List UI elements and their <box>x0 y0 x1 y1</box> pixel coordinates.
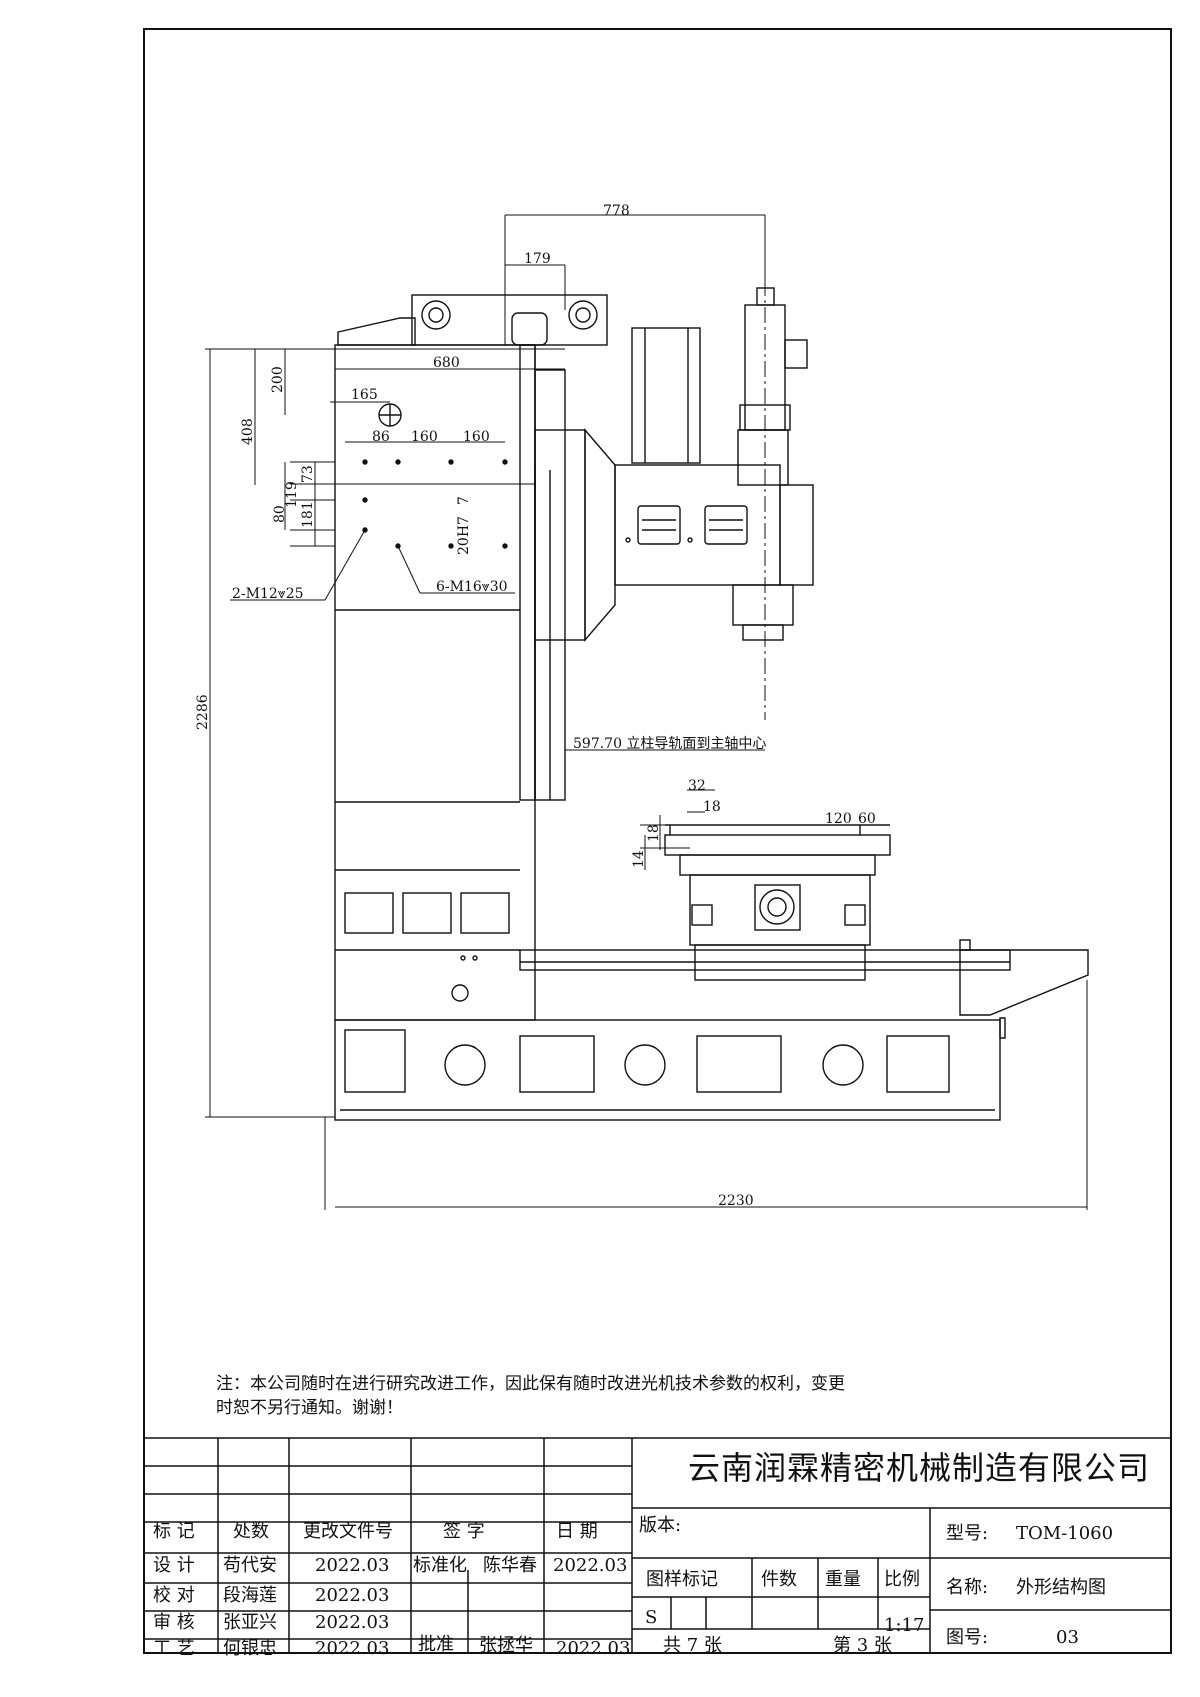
row-design-role: 设 计 <box>153 1555 195 1576</box>
header-count: 处数 <box>233 1521 269 1542</box>
dim-181: 181 <box>300 501 316 528</box>
sheet-number: 第 3 张 <box>833 1635 892 1656</box>
note-line-1: 注：本公司随时在进行研究改进工作，因此保有随时改进光机技术参数的权利，变更 <box>216 1374 845 1394</box>
dim-408: 408 <box>240 418 256 445</box>
work-table <box>664 824 891 981</box>
row-check-date: 2022.03 <box>315 1585 390 1606</box>
std-label: 标准化 <box>413 1555 467 1576</box>
total-sheets: 共 7 张 <box>663 1635 722 1656</box>
title-block: 云南润霖精密机械制造有限公司 标 记 处数 更改文件号 签 字 日 期 设 计 … <box>143 1438 1172 1659</box>
row-design-name: 苟代安 <box>223 1555 277 1576</box>
dim-680: 680 <box>433 355 460 371</box>
callout-6-m16: 6-M16⩔30 <box>436 579 508 595</box>
dim-778: 778 <box>603 203 630 219</box>
spindle-head <box>534 280 814 720</box>
header-mark: 标 记 <box>153 1521 195 1542</box>
machine-bed <box>334 939 1089 1121</box>
dim-14: 14 <box>631 850 647 868</box>
row-design-date: 2022.03 <box>315 1555 390 1576</box>
row-review-date: 2022.03 <box>315 1612 390 1633</box>
title-block-grid <box>143 1437 1172 1654</box>
std-name: 陈华春 <box>483 1555 537 1576</box>
revision-note: 注：本公司随时在进行研究改进工作，因此保有随时改进光机技术参数的权利，变更 时恕… <box>216 1372 976 1420</box>
company-name: 云南润霖精密机械制造有限公司 <box>687 1449 1150 1487</box>
dim-119: 119 <box>284 481 300 508</box>
name-value: 外形结构图 <box>1016 1577 1106 1598</box>
column-top-bracket <box>337 294 608 346</box>
sample-mark-label: 图样标记 <box>646 1569 718 1590</box>
dim-597-70: 597.70 立柱导轨面到主轴中心 <box>573 736 766 752</box>
header-sign: 签 字 <box>443 1521 485 1542</box>
header-doc: 更改文件号 <box>303 1521 393 1542</box>
callout-2-m12: 2-M12⩔25 <box>232 586 304 602</box>
model-value: TOM-1060 <box>1016 1523 1114 1544</box>
dim-73: 73 <box>300 465 316 483</box>
approve-date: 2022.03 <box>556 1638 631 1659</box>
name-label: 名称: <box>946 1577 989 1598</box>
dim-86: 86 <box>372 429 390 445</box>
dim-160-b: 160 <box>463 429 490 445</box>
dim-18-a: 18 <box>703 799 721 815</box>
scale-label: 比例 <box>884 1569 920 1590</box>
drawing-no-value: 03 <box>1056 1627 1079 1648</box>
dim-2230: 2230 <box>718 1193 754 1209</box>
scale-value: 1:17 <box>884 1615 925 1636</box>
row-process-name: 何银忠 <box>223 1638 277 1659</box>
dim-165: 165 <box>351 387 378 403</box>
pieces-label: 件数 <box>761 1569 797 1590</box>
note-line-2: 时恕不另行通知。谢谢！ <box>216 1398 403 1418</box>
drawing-frame <box>143 28 1172 1654</box>
dim-160-a: 160 <box>411 429 438 445</box>
header-date: 日 期 <box>556 1521 598 1542</box>
dim-2286: 2286 <box>195 694 211 730</box>
model-label: 型号: <box>946 1523 989 1544</box>
dimension-lines <box>205 214 1088 1210</box>
approve-name: 张拯华 <box>479 1635 533 1656</box>
approve-label: 批准 <box>418 1634 454 1655</box>
dim-60: 60 <box>858 811 876 827</box>
version-label: 版本: <box>639 1515 682 1536</box>
row-check-name: 段海莲 <box>223 1585 277 1606</box>
dim-32: 32 <box>688 778 706 794</box>
row-process-date: 2022.03 <box>315 1638 390 1659</box>
drawing-no-label: 图号: <box>946 1627 989 1648</box>
stage-letter: S <box>645 1607 658 1628</box>
std-date: 2022.03 <box>553 1555 628 1576</box>
dimension-labels: 778 179 680 165 86 160 160 200 408 73 11… <box>195 203 876 1209</box>
weight-label: 重量 <box>825 1569 861 1590</box>
dim-179: 179 <box>524 251 551 267</box>
dim-80: 80 <box>272 505 288 523</box>
dim-18-b: 18 <box>646 824 662 842</box>
dim-120: 120 <box>825 811 852 827</box>
row-review-role: 审 核 <box>153 1612 195 1633</box>
row-check-role: 校 对 <box>153 1585 195 1606</box>
column-body <box>334 344 566 1021</box>
dim-200: 200 <box>270 366 286 393</box>
dim-20h7: 20H7 <box>456 516 472 555</box>
row-process-role: 工 艺 <box>153 1638 195 1659</box>
dim-7: 7 <box>456 496 472 505</box>
row-review-name: 张亚兴 <box>223 1612 277 1633</box>
mounting-holes <box>335 403 535 549</box>
